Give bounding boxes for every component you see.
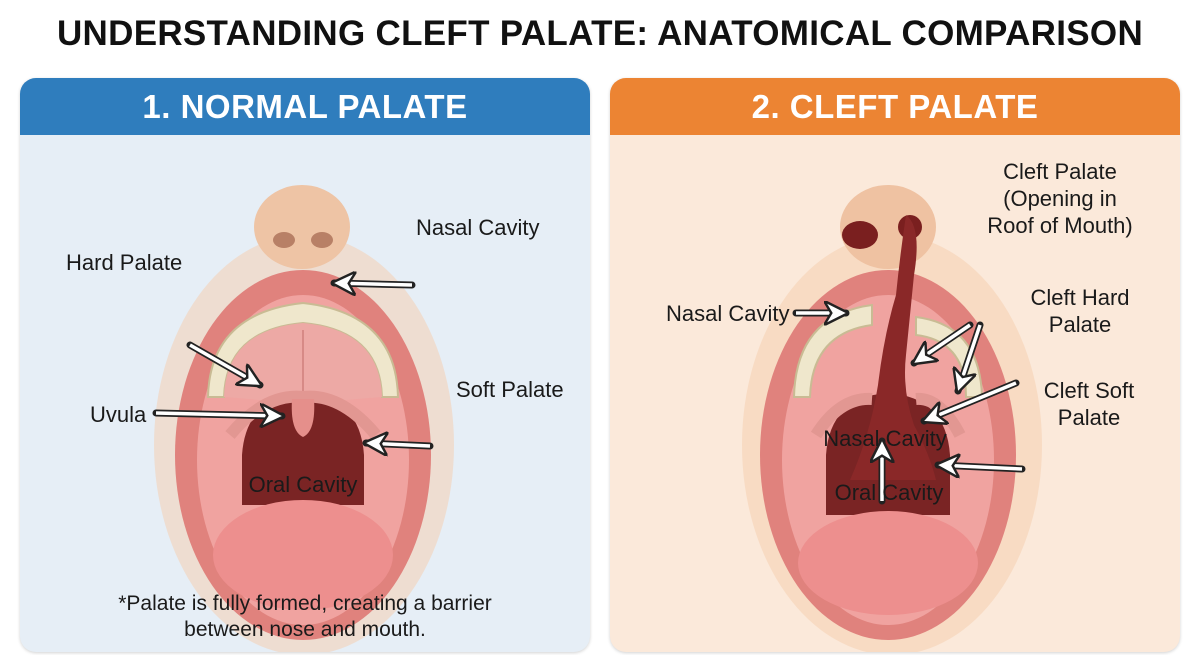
label-nasal-cavity-inner: Nasal Cavity <box>823 426 947 451</box>
normal-panel-heading: 1. NORMAL PALATE <box>20 78 590 135</box>
cleft-soft-palate-left <box>810 392 873 439</box>
label-uvula: Uvula <box>90 402 147 427</box>
cleft-palate-line-1: Cleft Palate <box>1003 159 1117 184</box>
uvula-arrow <box>155 413 282 416</box>
label-oral-cavity: Oral Cavity <box>248 472 358 497</box>
label-nasal-cavity-left: Nasal Cavity <box>666 301 790 326</box>
cleft-palate-panel: 2. CLEFT PALATE <box>610 78 1180 652</box>
uvula-shape <box>291 399 315 437</box>
label-cleft-soft-palate: Cleft Soft Palate <box>1014 377 1164 431</box>
page-title: UNDERSTANDING CLEFT PALATE: ANATOMICAL C… <box>56 14 1144 53</box>
note-line-1: *Palate is fully formed, creating a barr… <box>118 592 492 615</box>
right-nostril <box>311 232 333 248</box>
label-soft-palate: Soft Palate <box>456 377 564 402</box>
hard-palate-arrow <box>189 343 260 385</box>
nasal-arrow <box>334 283 413 285</box>
tongue <box>798 511 978 615</box>
cleft-hard-line-1: Cleft Hard <box>1030 285 1130 310</box>
cleft-arrow-b <box>958 324 982 391</box>
label-cleft-hard-palate: Cleft Hard Palate <box>1010 284 1150 338</box>
normal-palate-panel: 1. NORMAL PALATE <box>20 78 590 652</box>
normal-palate-note: *Palate is fully formed, creating a barr… <box>20 591 590 643</box>
label-oral-cavity: Oral Cavity <box>834 480 944 505</box>
label-hard-palate: Hard Palate <box>66 250 183 275</box>
cleft-palate-line-2: (Opening in <box>1003 186 1117 211</box>
cleft-hard-palate-left <box>792 303 873 398</box>
left-nostril <box>273 232 295 248</box>
left-nostril <box>842 221 878 249</box>
cleft-opening <box>850 215 936 480</box>
cleft-arrow-a <box>914 323 971 363</box>
cleft-palate-line-3: Roof of Mouth) <box>987 213 1133 238</box>
cleft-soft-arrow <box>938 465 1023 469</box>
cleft-soft-line-2: Palate <box>1057 405 1121 430</box>
label-cleft-palate: Cleft Palate (Opening in Roof of Mouth) <box>962 158 1158 239</box>
label-nasal-cavity: Nasal Cavity <box>416 215 540 240</box>
tongue <box>213 500 393 610</box>
soft-palate-arrow <box>366 443 431 446</box>
cleft-hard-arrow <box>924 381 1017 421</box>
normal-palate-illustration <box>152 185 454 652</box>
note-line-2: between nose and mouth. <box>184 618 426 641</box>
cleft-soft-line-1: Cleft Soft <box>1043 378 1135 403</box>
nose <box>254 185 350 269</box>
cleft-hard-line-2: Palate <box>1048 312 1112 337</box>
cleft-panel-heading: 2. CLEFT PALATE <box>610 78 1180 135</box>
cleft-palate-illustration <box>742 185 1042 652</box>
